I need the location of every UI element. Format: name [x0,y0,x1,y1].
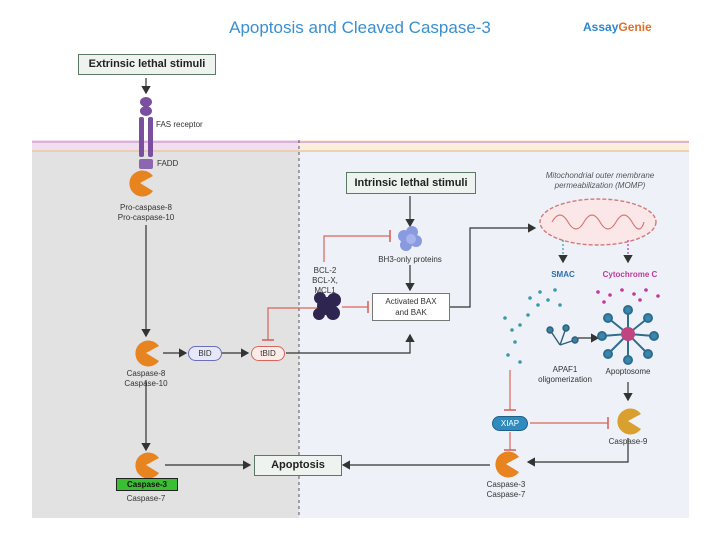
mitochondria-icon [539,198,657,246]
caspase-8-icon [135,340,159,367]
brand-part2: Genie [618,20,652,34]
intrinsic-stimuli-box: Intrinsic lethal stimuli [346,172,476,194]
bid-pill: BID [188,346,222,361]
apaf1-icon [546,324,579,346]
xiap-pill: XIAP [492,416,528,431]
caspase-7-left-label: Caspase-7 [126,494,166,503]
mcl1-label: MCL1 [314,286,336,295]
bcl2-label: BCL-2 [313,266,337,275]
fas-receptor-icon [139,97,153,169]
inhibit-bcl2-to-tbid [267,307,320,340]
arrow-tbid-to-bax [286,333,415,354]
apaf1-line2: oligomerization [538,375,592,384]
bcl2-icon [313,292,341,320]
apoptosome-icon [597,305,659,365]
apoptosis-box: Apoptosis [254,455,342,476]
cytochrome-dots [596,288,660,304]
extrinsic-stimuli-box: Extrinsic lethal stimuli [78,54,216,75]
apoptosome-label: Apoptosome [605,367,651,376]
inhibit-bcl2-to-bh3 [323,235,390,262]
smac-label: SMAC [551,270,575,279]
caspase-3-left-icon [135,452,159,479]
membrane-band-left [32,140,299,152]
pro-caspase-10-label: Pro-caspase-10 [117,213,175,222]
cytochrome-c-label: Cytochrome C [602,270,658,279]
arrow-bax-to-mito [450,223,537,308]
page-title: Apoptosis and Cleaved Caspase-3 [229,18,491,37]
caspase-8-label: Caspase-8 [126,369,166,378]
caspase-3-right-icon [495,451,519,478]
tbid-pill: tBID [251,346,285,361]
pro-caspase-8-icon [129,170,153,197]
bax-line1: Activated BAX [385,297,437,306]
caspase-10-label: Caspase-10 [124,379,168,388]
membrane-band-right [299,140,689,152]
momp-line1: Mitochondrial outer membrane [545,171,655,180]
fas-receptor-label: FAS receptor [156,120,203,129]
apaf1-line1: APAF1 [552,365,578,374]
bclx-label: BCL-X, [312,276,338,285]
pro-caspase-8-label: Pro-caspase-8 [119,203,173,212]
caspase-3-right-label: Caspase-3 [486,480,526,489]
caspase-3-badge: Caspase-3 [116,478,178,491]
bh3-label: BH3-only proteins [378,255,442,264]
caspase-7-right-label: Caspase-7 [486,490,526,499]
smac-dots [503,288,562,364]
brand-logo: AssayGenie [583,20,652,34]
arrow-casp9-to-casp3 [526,438,629,467]
bax-line2: and BAK [395,308,427,317]
fadd-label: FADD [157,159,179,168]
caspase-9-icon [617,408,641,435]
bax-bak-box: Activated BAX and BAK [372,293,450,321]
bh3-protein-icon [398,226,422,251]
momp-line2: permeabilization (MOMP) [554,181,646,190]
brand-part1: Assay [583,20,619,34]
caspase-9-label: Caspase-9 [608,437,648,446]
